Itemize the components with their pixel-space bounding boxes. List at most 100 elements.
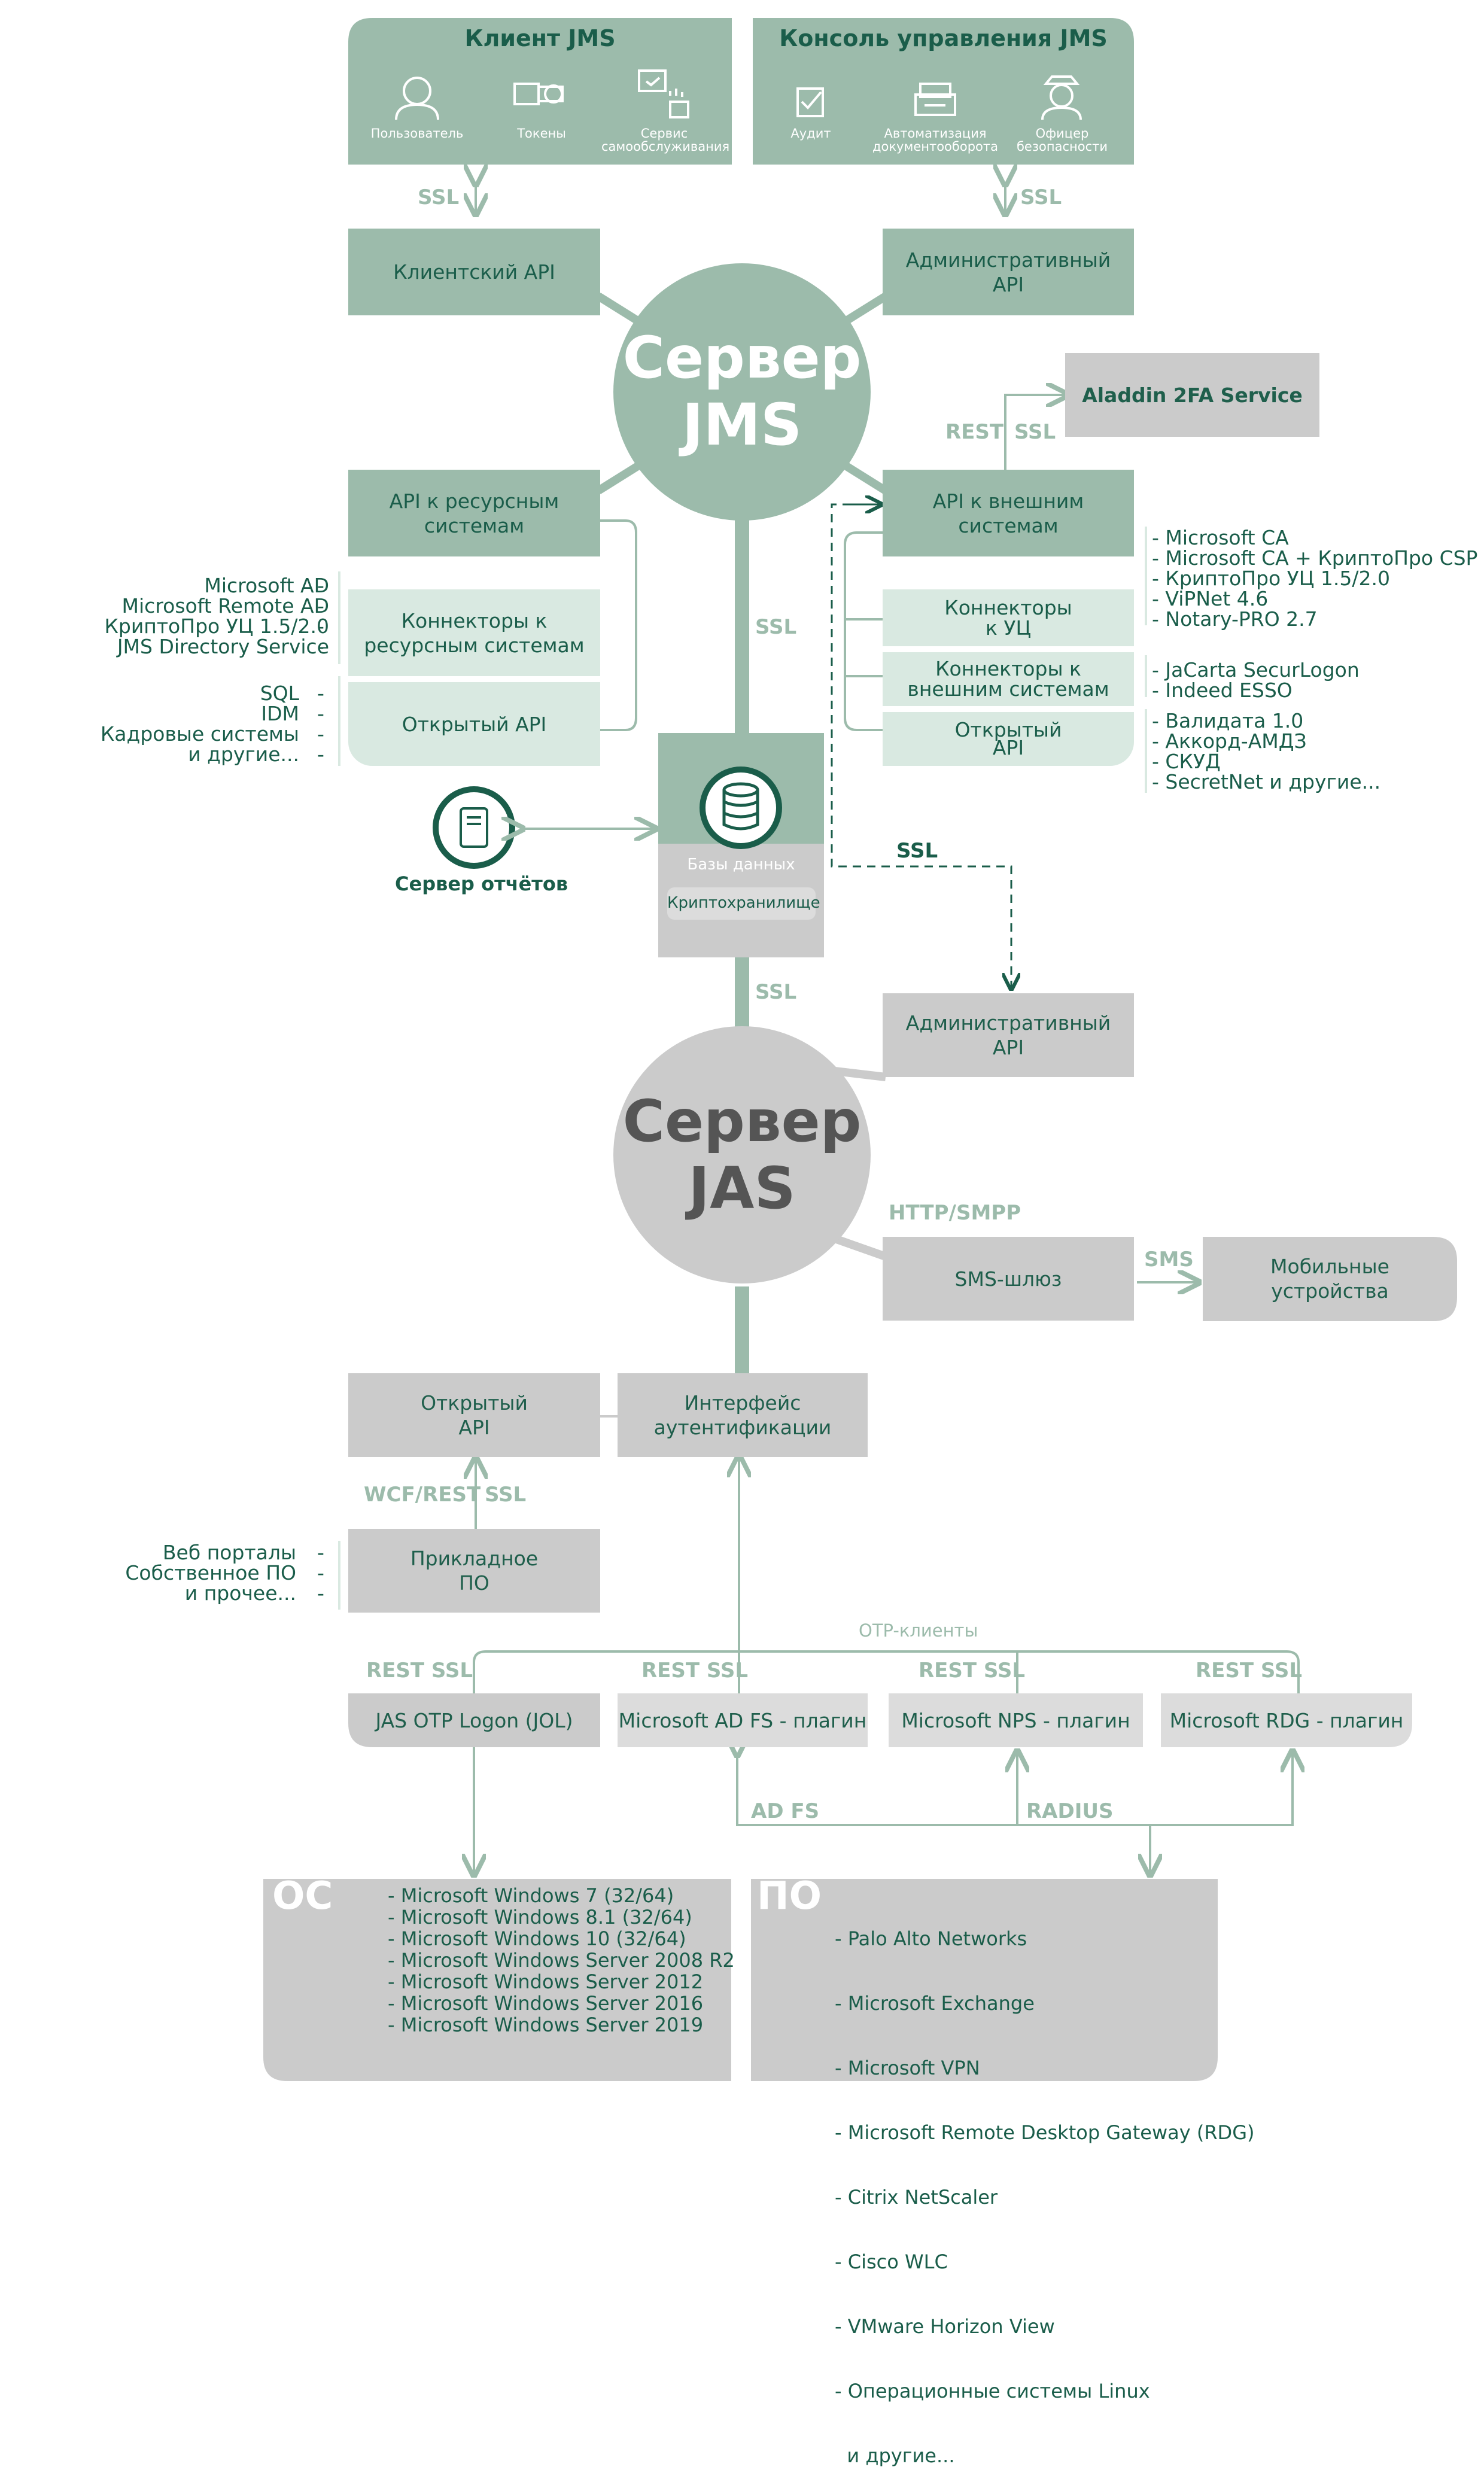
admin-api-jas-box: Административный API <box>883 993 1134 1077</box>
rest-label-aladdin: REST <box>945 420 1004 444</box>
report-server-label: Сервер отчётов <box>395 872 568 895</box>
right-list-1-item: - Microsoft CA + КриптоПро CSP <box>1152 546 1478 570</box>
conn-resource-box: Коннекторы к ресурсным системам <box>348 589 600 676</box>
os-title: ОС <box>272 1874 333 1918</box>
right-list-1: - Microsoft CA - Microsoft CA + КриптоПр… <box>1152 528 1477 629</box>
conn-ca-box: Коннекторы к УЦ <box>883 589 1134 646</box>
report-server-icon <box>433 786 515 869</box>
os-item: - Microsoft Windows Server 2019 <box>388 2013 704 2036</box>
server-jms-label: Сервер JMS <box>613 324 871 458</box>
left-dashes-2: ---- <box>317 682 324 766</box>
applied-list-item: Собственное ПО <box>125 1561 296 1584</box>
server-jms-line2: JMS <box>682 391 802 458</box>
os-item: - Microsoft Windows Server 2008 R2 <box>388 1949 735 1972</box>
http-smpp-label: HTTP/SMPP <box>889 1201 1021 1225</box>
console-jms-box <box>753 18 1134 165</box>
admin-api-jms-box: Административный API <box>883 229 1134 315</box>
ssl-label-aladdin: SSL <box>1014 420 1056 444</box>
rest-ssl-label-1: REST SSL <box>366 1659 473 1683</box>
right-list-2-item: - JaCarta SecurLogon <box>1152 658 1360 682</box>
server-jas-line2: JAS <box>688 1155 796 1222</box>
conn-external-box: Коннекторы к внешним системам <box>883 652 1134 706</box>
po-box <box>751 1879 1218 2081</box>
po-list: - Palo Alto Networks - Microsoft Exchang… <box>835 1885 1254 2488</box>
os-box <box>263 1879 731 2081</box>
sms-label: SMS <box>1144 1248 1194 1272</box>
server-jas-line1: Сервер <box>622 1088 862 1155</box>
architecture-diagram: Клиент JMS Консоль управления JMS Пользо… <box>60 18 1477 2466</box>
rest-ssl-label-3: REST SSL <box>919 1659 1026 1683</box>
audit-icon <box>796 87 824 117</box>
wcf-rest-label: WCF/REST <box>364 1483 481 1507</box>
right-list-1-item: - Microsoft CA <box>1152 526 1289 549</box>
po-title: ПО <box>757 1874 822 1918</box>
right-list-3-item: - Валидата 1.0 <box>1152 709 1304 732</box>
server-jas-label: Сервер JAS <box>613 1088 871 1222</box>
rest-ssl-label-2: REST SSL <box>641 1659 749 1683</box>
plugin-rdg: Microsoft RDG - плагин <box>1169 1708 1404 1732</box>
left-list-1-item: Microsoft Remote AD <box>121 594 329 618</box>
os-list: - Microsoft Windows 7 (32/64) - Microsof… <box>388 1885 735 2036</box>
server-jms-line1: Сервер <box>622 324 862 391</box>
right-list-2: - JaCarta SecurLogon - Indeed ESSO <box>1152 660 1360 701</box>
left-list-1-item: JMS Directory Service <box>117 635 329 658</box>
applied-list-item: Веб порталы <box>162 1541 296 1564</box>
adfs-label: AD FS <box>751 1799 820 1823</box>
left-list-2-item: Кадровые системы <box>100 722 299 746</box>
right-list-3-item: - СКУД <box>1152 750 1221 773</box>
audit-label: Аудит <box>790 126 831 141</box>
radius-label: RADIUS <box>1026 1799 1114 1823</box>
po-item: - VMware Horizon View <box>835 2315 1055 2338</box>
mobile-label: Мобильные устройства <box>1270 1255 1389 1303</box>
po-item: - Microsoft VPN <box>835 2057 980 2079</box>
os-item: - Microsoft Windows 8.1 (32/64) <box>388 1906 692 1929</box>
open-api-right-box: Открытый API <box>883 712 1134 766</box>
self-service-label: Сервис самообслуживания <box>601 126 730 154</box>
left-dashes-1: ---- <box>317 574 324 658</box>
po-item: - Microsoft Remote Desktop Gateway (RDG) <box>835 2121 1255 2144</box>
plugin-adfs: Microsoft AD FS - плагин <box>618 1693 868 1747</box>
ssl-label-client: SSL <box>418 185 460 209</box>
mobile-box <box>1203 1237 1457 1321</box>
user-icon <box>395 77 439 120</box>
officer-label: Офицер безопасности <box>1016 126 1108 154</box>
left-list-2: SQL IDM Кадровые системы и другие... <box>60 683 299 765</box>
right-list-1-item: - ViPNet 4.6 <box>1152 587 1269 610</box>
user-label: Пользователь <box>370 126 464 141</box>
po-item: - Операционные системы Linux <box>835 2380 1150 2402</box>
rest-ssl-label-4: REST SSL <box>1196 1659 1303 1683</box>
self-service-icon <box>638 69 689 118</box>
os-item: - Microsoft Windows 7 (32/64) <box>388 1884 674 1907</box>
po-item: - Cisco WLC <box>835 2250 948 2273</box>
po-item: - Microsoft Exchange <box>835 1992 1035 2015</box>
right-list-1-item: - Notary-PRO 2.7 <box>1152 607 1318 631</box>
tokens-label: Токены <box>517 126 566 141</box>
os-item: - Microsoft Windows Server 2016 <box>388 1992 704 2015</box>
printer-icon <box>914 83 956 116</box>
client-api-box: Клиентский API <box>348 229 600 315</box>
plugin-nps: Microsoft NPS - плагин <box>889 1693 1143 1747</box>
left-list-2-item: IDM <box>261 702 299 725</box>
api-external-box: API к внешним системам <box>883 470 1134 556</box>
officer-icon <box>1041 75 1082 120</box>
token-icon <box>513 83 564 105</box>
otp-clients-label: OTP-клиенты <box>859 1620 978 1641</box>
connector-lines <box>263 18 1457 2081</box>
left-list-1-item: КриптоПро УЦ 1.5/2.0 <box>104 615 329 638</box>
server-jms-circle <box>613 263 871 521</box>
applied-list-item: и прочее... <box>184 1581 296 1605</box>
ssl-label-wcf: SSL <box>485 1483 527 1507</box>
sms-gateway-box: SMS-шлюз <box>883 1237 1134 1321</box>
left-list-2-item: и другие... <box>188 743 299 766</box>
po-item: и другие... <box>835 2444 955 2467</box>
left-list-1: Microsoft AD Microsoft Remote AD КриптоП… <box>60 576 329 657</box>
printer-label: Автоматизация документооборота <box>872 126 998 154</box>
po-item: - Palo Alto Networks <box>835 1927 1027 1950</box>
os-item: - Microsoft Windows 10 (32/64) <box>388 1927 686 1950</box>
ssl-label-console: SSL <box>1020 185 1062 209</box>
open-api-jas-box: Открытый API <box>348 1373 600 1457</box>
ssl-label-db-jas: SSL <box>755 980 797 1004</box>
applied-list: Веб порталы Собственное ПО и прочее... <box>90 1543 296 1604</box>
server-jas-circle <box>613 1026 871 1283</box>
client-jms-title: Клиент JMS <box>464 25 616 51</box>
